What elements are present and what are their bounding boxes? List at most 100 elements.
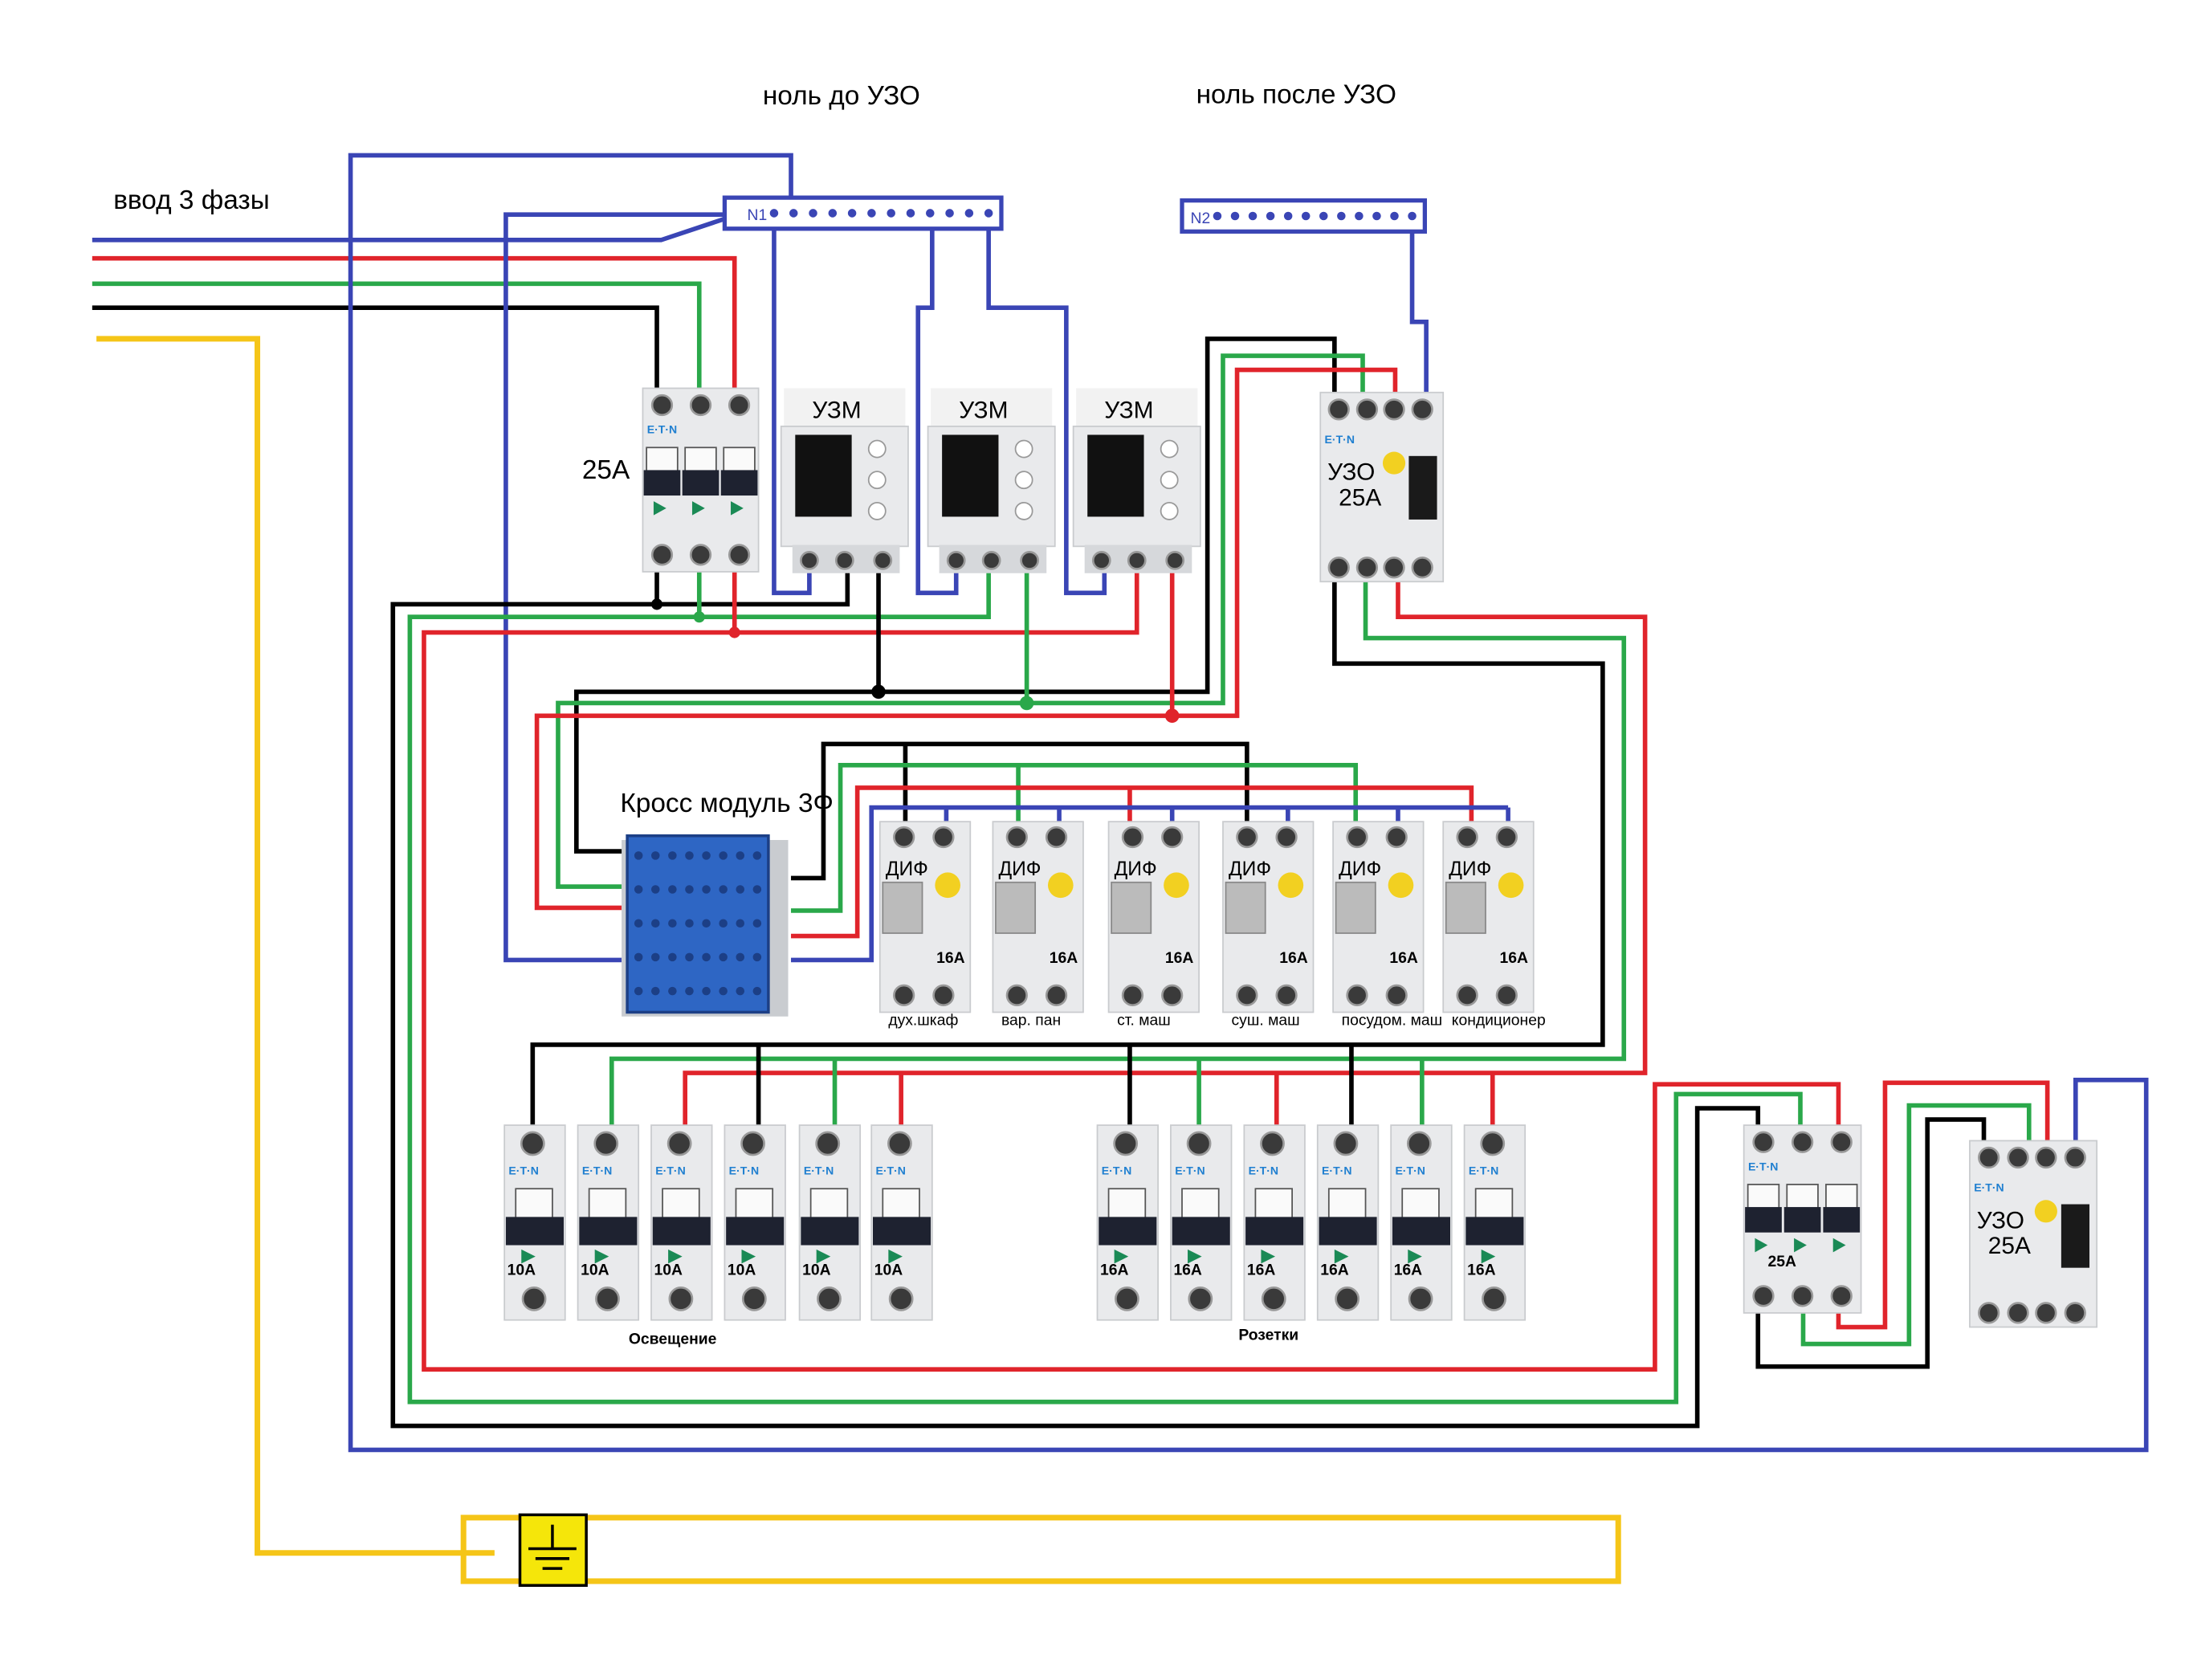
wire-cross-l2 [791, 763, 1359, 913]
bus-screw [1355, 211, 1364, 221]
rating-label: 10А [728, 1262, 756, 1278]
toggle-lever[interactable] [1465, 1217, 1524, 1246]
toggle-lever[interactable] [1335, 881, 1376, 934]
brand-logo: E·T·N [1249, 1164, 1278, 1177]
test-button[interactable] [1382, 451, 1406, 475]
terminal-screw [634, 986, 643, 996]
wire-input-l1 [92, 305, 659, 396]
test-button[interactable] [935, 872, 960, 899]
label-three-phase-input: ввод 3 фазы [113, 186, 270, 215]
voltage-relay-uzm[interactable]: УЗМ [927, 388, 1056, 573]
control-button[interactable] [867, 439, 887, 459]
wire-n-uzm3 [986, 214, 1107, 596]
control-button[interactable] [1014, 471, 1033, 490]
wire-input-l3 [92, 255, 737, 396]
indicator-icon [731, 501, 744, 516]
toggle-lever[interactable] [1445, 881, 1486, 934]
toggle-lever[interactable] [1245, 1217, 1304, 1246]
test-button[interactable] [1388, 872, 1414, 899]
indicator-icon [1261, 1249, 1276, 1264]
test-button[interactable] [1278, 872, 1304, 899]
main-breaker-3p[interactable]: E·T·N [642, 387, 760, 573]
toggle-lever[interactable] [682, 470, 719, 496]
toggle-lever[interactable] [1783, 1207, 1821, 1233]
toggle-lever[interactable] [579, 1217, 638, 1246]
pe-bus [460, 1515, 1621, 1584]
brand-logo: E·T·N [508, 1164, 538, 1177]
bus-screw [906, 209, 915, 218]
ground-symbol-icon [518, 1513, 588, 1587]
bus-screw [1408, 211, 1417, 221]
wire-l2-main [407, 565, 1803, 1405]
toggle-lever[interactable] [801, 1217, 859, 1246]
rating-label: 25А [1988, 1233, 2031, 1259]
terminal-screw [685, 919, 694, 928]
toggle-lever[interactable] [643, 470, 681, 496]
toggle-lever[interactable] [505, 1217, 564, 1246]
wire-n-uzm1 [772, 214, 812, 596]
terminal-screw [650, 851, 660, 860]
control-button[interactable] [1160, 501, 1179, 520]
voltage-relay-uzm[interactable]: УЗМ [780, 388, 909, 573]
toggle-lever[interactable] [1823, 1207, 1861, 1233]
toggle-lever[interactable] [2061, 1204, 2090, 1268]
test-button[interactable] [1498, 872, 1524, 899]
toggle-lever[interactable] [1408, 455, 1437, 520]
control-button[interactable] [1014, 439, 1033, 459]
toggle-lever[interactable] [882, 881, 923, 934]
rating-label: 16А [1320, 1262, 1348, 1278]
device-label: ДИФ [1115, 858, 1157, 880]
control-button[interactable] [867, 501, 887, 520]
toggle-lever[interactable] [1392, 1217, 1451, 1246]
terminal-screw [719, 986, 728, 996]
toggle-lever[interactable] [726, 1217, 785, 1246]
terminal-screw [702, 986, 711, 996]
toggle-lever[interactable] [1225, 881, 1266, 934]
rating-label: 16А [1050, 950, 1078, 967]
toggle-lever[interactable] [872, 1217, 931, 1246]
toggle-lever[interactable] [1172, 1217, 1230, 1246]
toggle-lever[interactable] [720, 470, 758, 496]
toggle-lever[interactable] [995, 881, 1037, 934]
test-button[interactable] [1047, 872, 1074, 899]
toggle-lever[interactable] [652, 1217, 711, 1246]
brand-logo: E·T·N [582, 1164, 612, 1177]
control-button[interactable] [1014, 501, 1033, 520]
control-button[interactable] [1160, 439, 1179, 459]
terminal-screw [702, 885, 711, 894]
test-button[interactable] [2034, 1200, 2057, 1223]
control-button[interactable] [867, 471, 887, 490]
voltage-relay-uzm[interactable]: УЗМ [1072, 388, 1201, 573]
wire-pe [96, 336, 495, 1556]
toggle-lever[interactable] [1319, 1217, 1377, 1246]
terminal-screw [736, 885, 745, 894]
control-button[interactable] [1160, 471, 1179, 490]
terminal-screw [719, 919, 728, 928]
toggle-lever[interactable] [1745, 1207, 1782, 1233]
wire-neutral-outer [348, 153, 2149, 1453]
toggle-lever[interactable] [1099, 1217, 1157, 1246]
test-button[interactable] [1164, 872, 1189, 899]
toggle-lever[interactable] [1111, 881, 1152, 934]
